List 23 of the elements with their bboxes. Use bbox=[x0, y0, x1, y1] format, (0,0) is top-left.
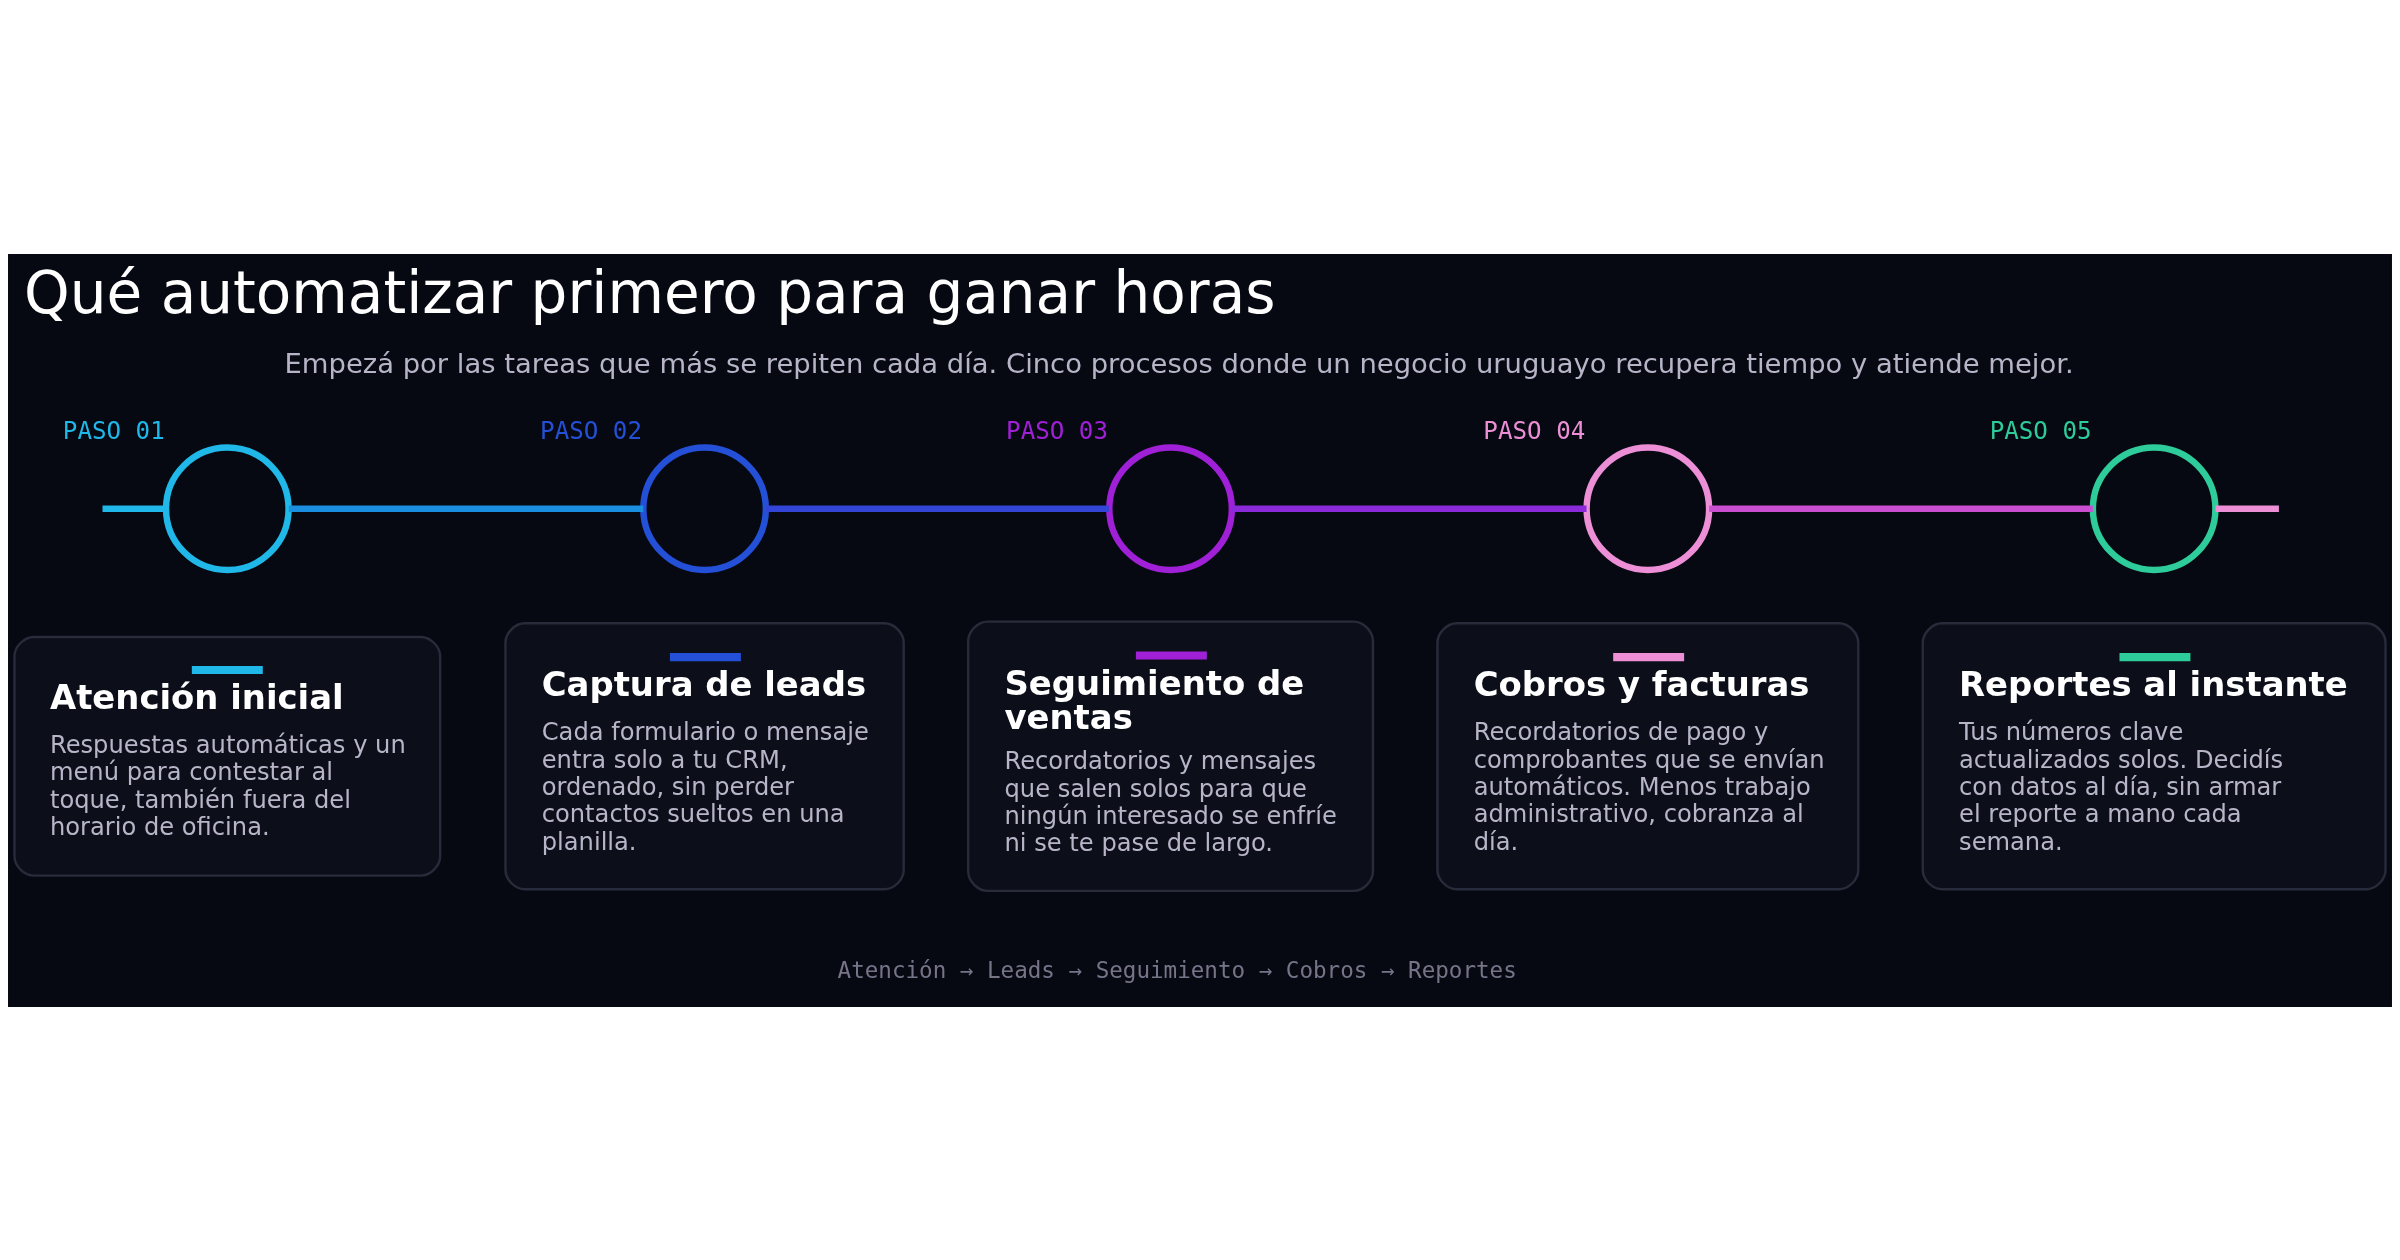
label: Empezá por las tareas que más se repiten cada día. Cinco procesos donde un negocio uruguayo recupera tiempo y atiende mejor. bbox=[284, 347, 2074, 379]
label: Atención → Leads → Seguimiento → Cobros → Reportes bbox=[837, 955, 1517, 982]
node-circle bbox=[640, 443, 770, 573]
diagram-title: Qué automatizar primero para ganar horas bbox=[24, 258, 1276, 327]
node-label: PASO 02 bbox=[540, 416, 642, 445]
node-circle bbox=[1583, 443, 1713, 573]
node-label: PASO 05 bbox=[1989, 416, 2092, 445]
node-label: PASO 04 bbox=[1483, 416, 1586, 445]
connector bbox=[1709, 505, 2093, 512]
node-box: Seguimiento de ventas Recordatorios y mensajes que salen solos para que ningún interesado se enfríe ni se te pase de largo. bbox=[967, 619, 1375, 892]
node-box: Captura de leads Cada formulario o mensaje entra solo a tu CRM, ordenado, sin perder contactos sueltos en una planilla. bbox=[504, 621, 905, 890]
node-circle bbox=[2089, 443, 2219, 573]
connector bbox=[766, 505, 1109, 512]
node-circle bbox=[1106, 443, 1236, 573]
node-box: Cobros y facturas Recordatorios de pago y comprobantes que se envían automáticos. Menos trabajo administrativo, cobranza al día. bbox=[1436, 621, 1860, 890]
node-circle bbox=[162, 443, 292, 573]
connector bbox=[102, 505, 166, 512]
node-label: PASO 03 bbox=[1006, 416, 1108, 445]
connector bbox=[288, 505, 644, 512]
node-box: Reportes al instante Tus números clave actualizados solos. Decidís con datos al día, sin armar el reporte a mano cada semana. bbox=[1921, 621, 2387, 890]
node-box: Atención inicial Respuestas automáticas y un menú para contestar al toque, también fuera del horario de oficina. bbox=[13, 635, 442, 877]
connector bbox=[1232, 505, 1587, 512]
node-label: PASO 01 bbox=[62, 416, 165, 445]
